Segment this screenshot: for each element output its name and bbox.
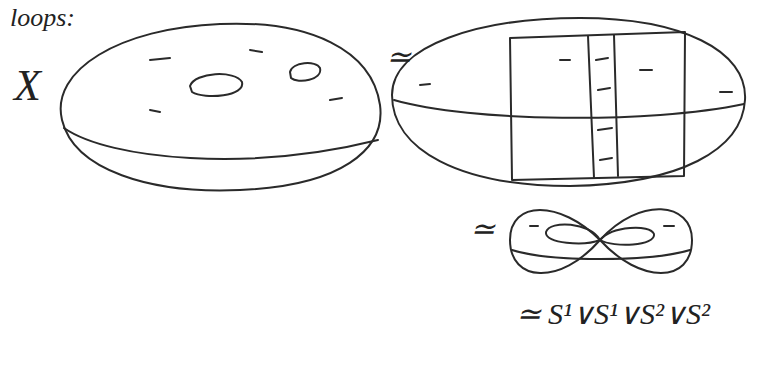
handwritten-label: loops: [10,4,75,33]
genus-two-body [61,24,381,191]
handwritten-label: ≃ [516,297,541,330]
shading-mark [150,50,342,112]
rim-line [64,128,378,159]
hole [290,63,320,81]
shading-mark [420,58,732,160]
cut-strip [588,35,618,178]
solid-body [392,18,745,186]
handwritten-label: X [14,62,41,110]
sphere-lobe [510,210,600,273]
handwritten-label: ≃ [386,40,411,73]
sphere-lobe [600,209,692,273]
handwritten-label: S¹∨S¹∨S²∨S² [548,297,710,330]
equator-line [394,100,744,118]
loop [600,228,654,245]
equator-line [512,250,690,259]
loop [546,224,600,243]
shading-mark [530,225,674,227]
hole [190,74,242,96]
handwritten-label: ≃ [470,212,495,245]
cut-box [510,32,685,180]
